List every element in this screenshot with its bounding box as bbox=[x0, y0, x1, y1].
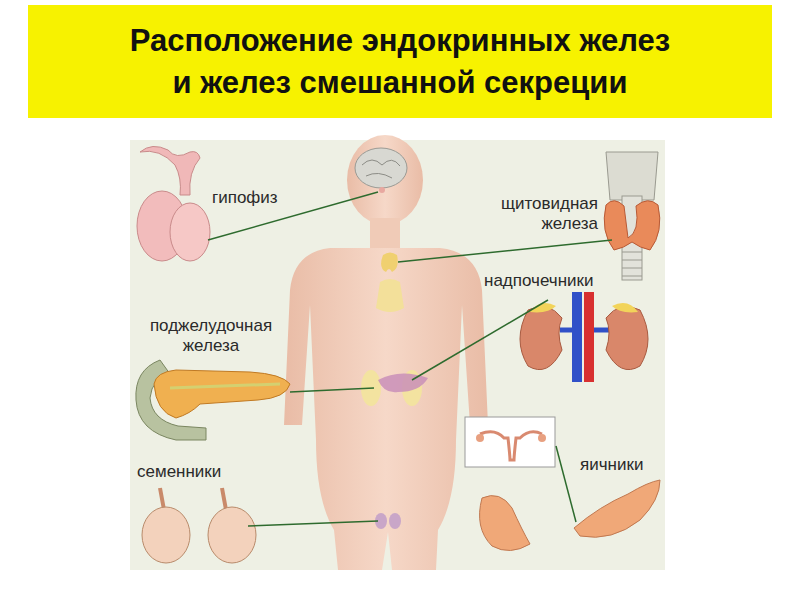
thyroid-lobes bbox=[604, 201, 660, 250]
organ-label: надпочечники bbox=[484, 271, 593, 291]
testis bbox=[208, 507, 256, 563]
pancreas-small bbox=[378, 373, 428, 392]
neck bbox=[370, 218, 400, 252]
leader-line bbox=[556, 446, 576, 522]
kidney bbox=[520, 306, 562, 369]
organ-label: яичники bbox=[580, 455, 643, 475]
pituitary-dot bbox=[379, 187, 385, 193]
organ-label: семенники bbox=[137, 462, 221, 482]
renal-vessels bbox=[560, 328, 610, 333]
pituitary-drawing bbox=[137, 146, 210, 261]
uterus bbox=[480, 432, 542, 460]
gonad-small bbox=[389, 513, 401, 529]
vena-cava bbox=[572, 292, 582, 382]
pituitary-stalk bbox=[140, 146, 200, 195]
head bbox=[347, 135, 423, 225]
leader-line bbox=[248, 521, 378, 526]
brain bbox=[355, 148, 407, 188]
leader-line bbox=[290, 388, 374, 392]
thyroid-drawing bbox=[604, 152, 660, 280]
pancreatic-duct bbox=[170, 384, 280, 388]
larynx bbox=[606, 152, 658, 200]
ovaries-drawing bbox=[465, 417, 660, 551]
leader-line bbox=[398, 240, 612, 262]
testis bbox=[142, 507, 190, 563]
torso bbox=[284, 248, 488, 570]
brain-folds bbox=[362, 160, 400, 178]
aorta bbox=[584, 292, 594, 382]
kidney bbox=[606, 306, 648, 369]
organ-label: щитовидная железа bbox=[470, 194, 598, 234]
pituitary-lobe bbox=[170, 203, 210, 261]
ovary bbox=[574, 480, 660, 537]
uterus-inset bbox=[465, 417, 555, 467]
ovary-small bbox=[476, 434, 484, 442]
organ-label: гипофиз bbox=[212, 188, 278, 208]
leader-lines bbox=[208, 192, 612, 526]
adrenal bbox=[612, 303, 638, 312]
trachea-rings bbox=[622, 252, 642, 276]
pancreas bbox=[154, 370, 290, 418]
pancreas-drawing bbox=[136, 360, 290, 440]
title: Расположение эндокринных желез и желез с… bbox=[40, 20, 760, 104]
thymus-small bbox=[376, 279, 404, 312]
title-band: Расположение эндокринных желез и желез с… bbox=[28, 5, 772, 118]
ovary bbox=[480, 496, 530, 551]
organ-label: поджелудочная железа bbox=[131, 316, 291, 356]
testes-drawing bbox=[142, 488, 256, 563]
leader-line bbox=[412, 300, 548, 380]
ovary-small bbox=[538, 434, 546, 442]
thyroid-small bbox=[381, 253, 398, 273]
